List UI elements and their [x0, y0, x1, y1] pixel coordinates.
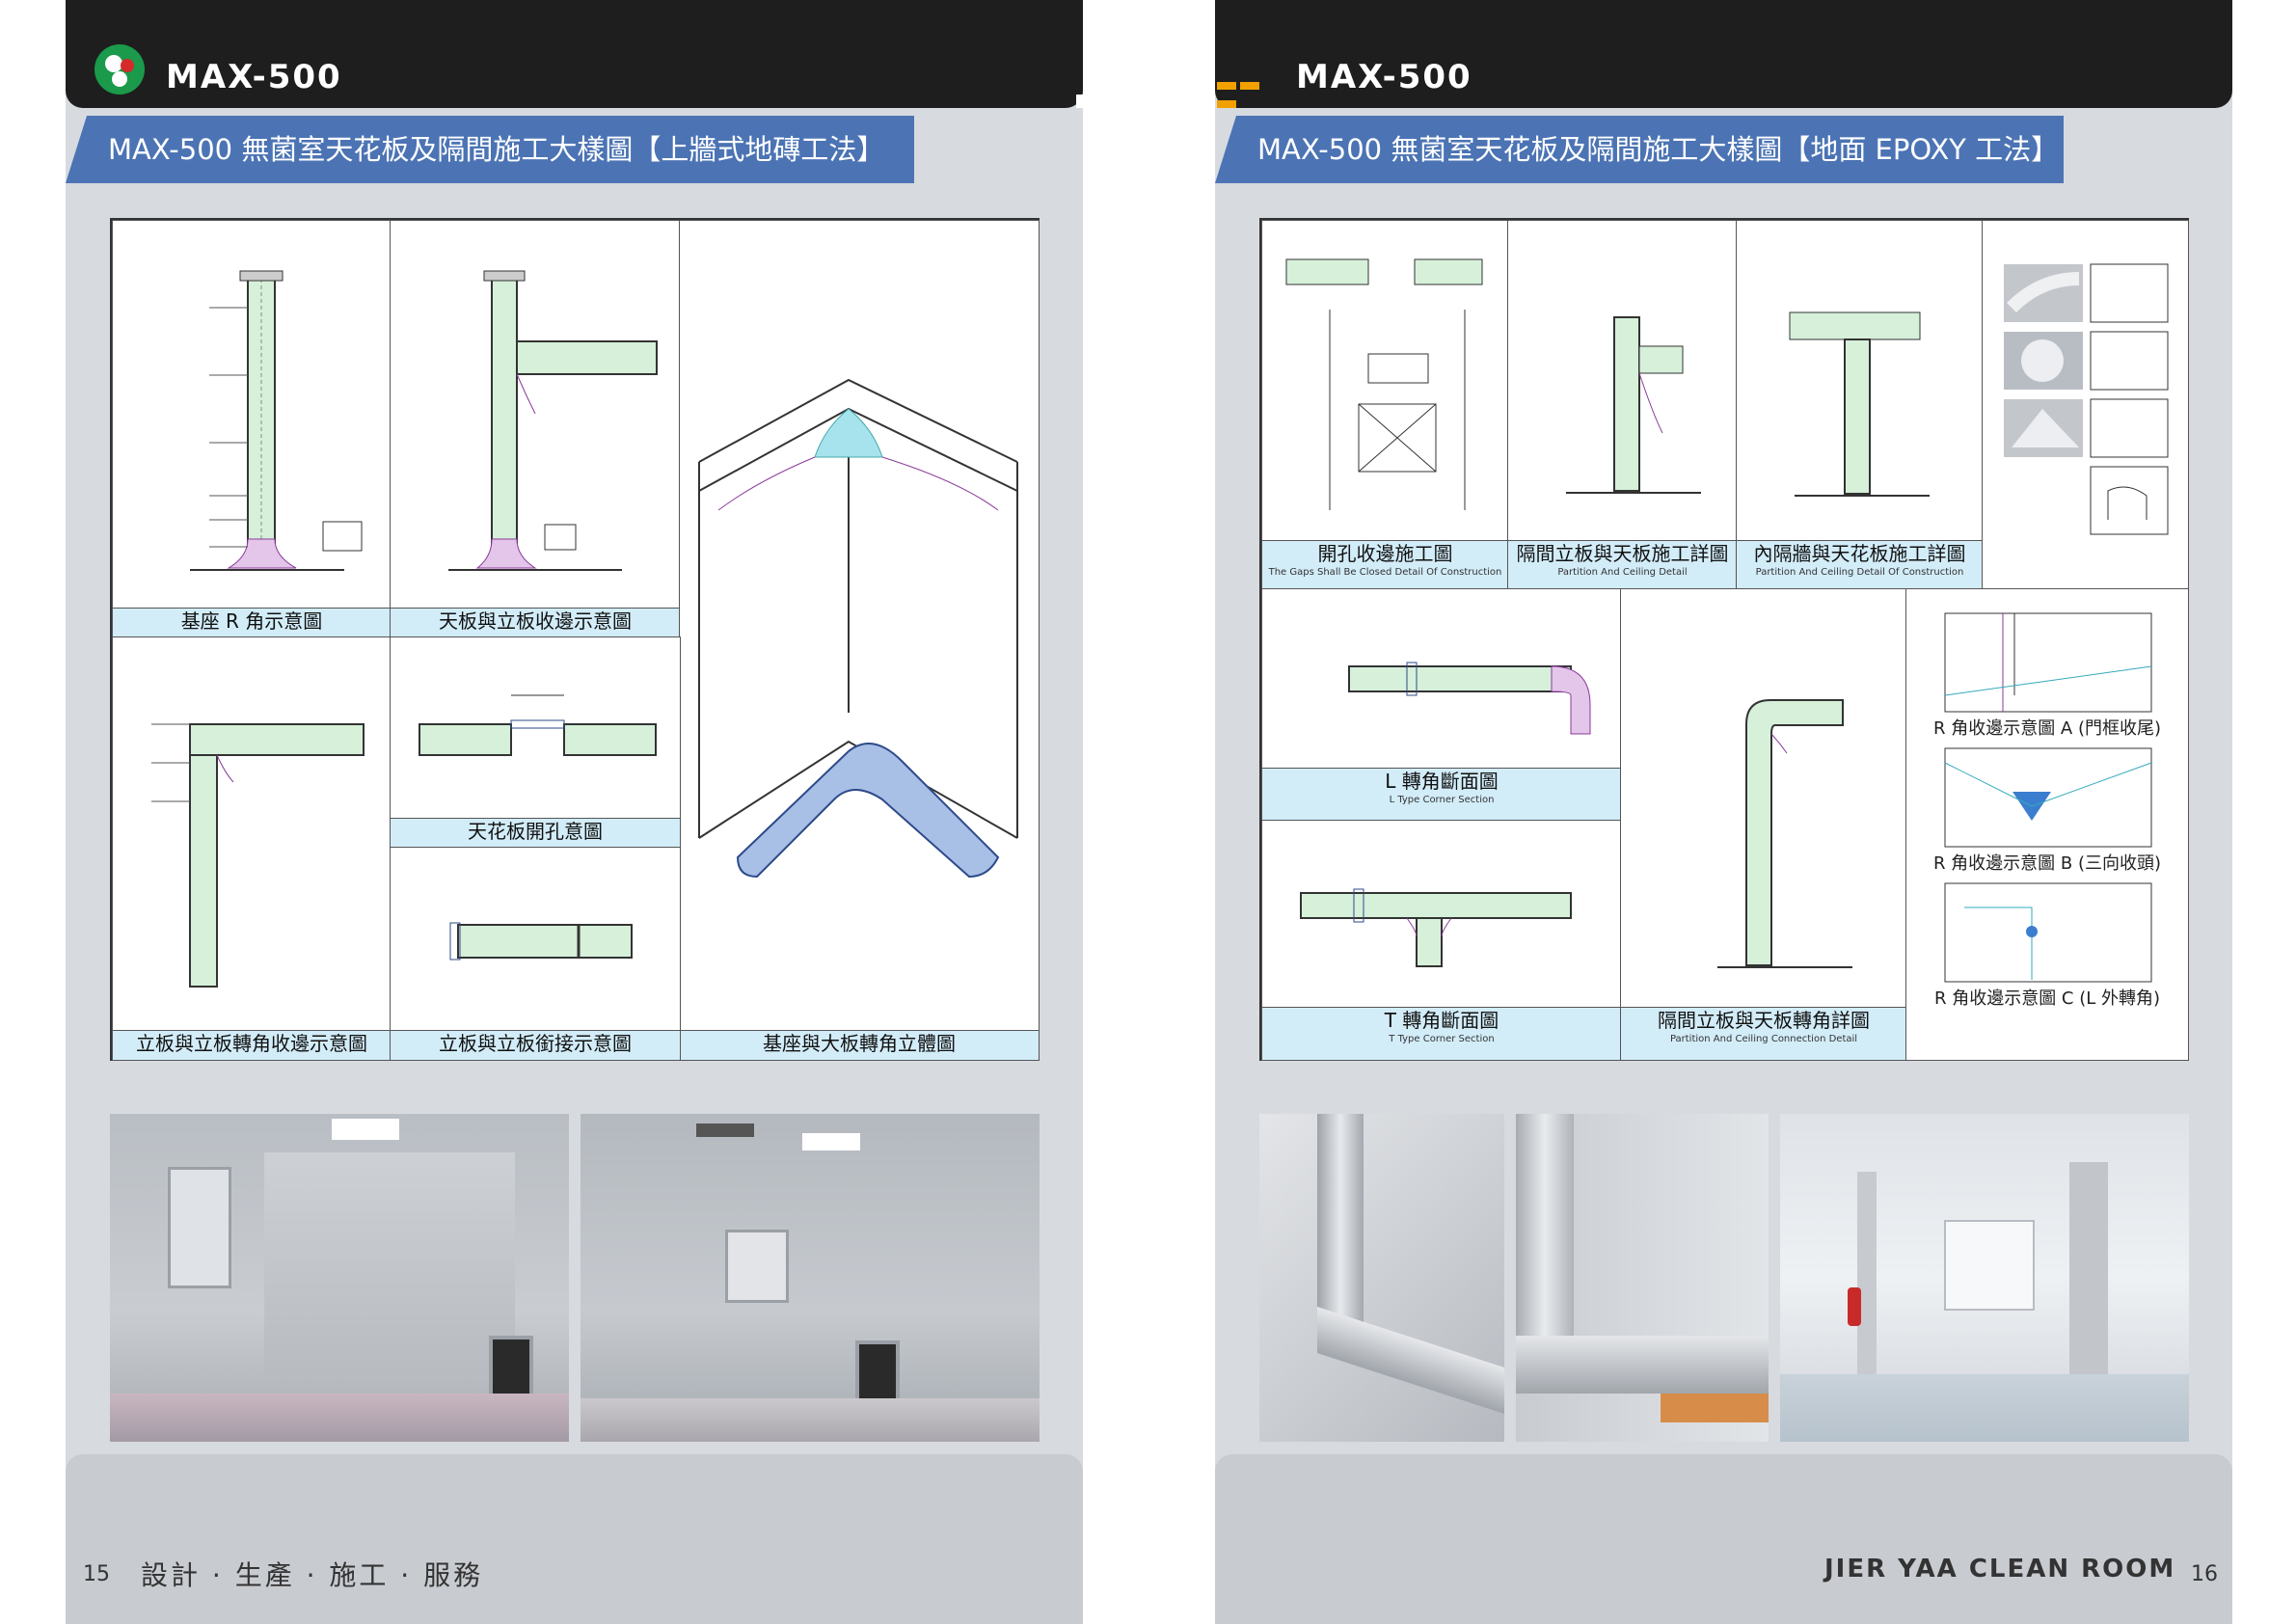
inner-wall-diagram: 內隔牆與天花板施工詳圖 Partition And Ceiling Detail…	[1736, 220, 1984, 590]
partition-ceiling-diagram: 隔間立板與天板施工詳圖 Partition And Ceiling Detail	[1507, 220, 1738, 590]
connection-drawing	[1717, 699, 1852, 968]
left-header-bar	[66, 0, 1083, 108]
brand-name-right: MAX-500	[1296, 58, 1472, 96]
base-3d-drawing	[698, 378, 1018, 879]
caption-ceiling-edge: 天板與立板收邊示意圖	[439, 609, 632, 633]
cleanroom-photo-2	[581, 1114, 1040, 1442]
caption-base-3d: 基座與大板轉角立體圖	[763, 1032, 956, 1055]
brand-name: MAX-500	[166, 58, 342, 96]
caption-partition-en: Partition And Ceiling Detail	[1557, 567, 1688, 578]
r-corner-photo-1	[1259, 1114, 1504, 1442]
r-corner-drawings	[1944, 612, 2152, 983]
r-corner-photo-2	[1516, 1114, 1769, 1442]
caption-t-corner: T 轉角斷面圖	[1384, 1009, 1499, 1032]
right-page: MAX-500 MAX-500 無菌室天花板及隔間施工大樣圖【地面 EPOXY …	[1215, 0, 2232, 1624]
l-corner-drawing	[1348, 662, 1591, 735]
caption-panel-corner: 立板與立板轉角收邊示意圖	[136, 1032, 367, 1055]
page-title-right: MAX-500 無菌室天花板及隔間施工大樣圖【地面 EPOXY 工法】	[1215, 116, 2064, 183]
right-footer	[1215, 1454, 2232, 1624]
caption-t-corner-en: T Type Corner Section	[1389, 1034, 1495, 1044]
page-number-right: 16	[2191, 1562, 2218, 1586]
caption-inner-en: Partition And Ceiling Detail Of Construc…	[1755, 567, 1964, 578]
ceiling-hole-diagram: 天花板開孔意圖	[390, 636, 681, 849]
caption-l-corner: L 轉角斷面圖	[1385, 770, 1499, 793]
opening-diagram: 開孔收邊施工圖 The Gaps Shall Be Closed Detail …	[1261, 220, 1509, 590]
caption-inner: 內隔牆與天花板施工詳圖	[1753, 542, 1966, 565]
ceiling-edge-diagram: 天板與立板收邊示意圖	[390, 220, 681, 638]
left-page: MAX-500 MAX-500 無菌室天花板及隔間施工大樣圖【上牆式地磚工法】 …	[66, 0, 1083, 1624]
caption-partition: 隔間立板與天板施工詳圖	[1516, 542, 1729, 565]
caption-r-c: R 角收邊示意圖 C (L 外轉角)	[1933, 988, 2161, 1009]
r-corner-column: R 角收邊示意圖 A (門框收尾) R 角收邊示意圖 B (三向收頭) R 角收…	[1905, 588, 2189, 1061]
caption-l-corner-en: L Type Corner Section	[1389, 795, 1495, 805]
caption-r-a: R 角收邊示意圖 A (門框收尾)	[1932, 718, 2162, 739]
panel-joint-diagram: 立板與立板銜接示意圖	[390, 847, 681, 1061]
caption-opening-en: The Gaps Shall Be Closed Detail Of Const…	[1268, 567, 1502, 578]
panel-joint-drawing	[449, 922, 633, 961]
panel-corner-drawing	[151, 723, 365, 988]
caption-base-r: 基座 R 角示意圖	[180, 609, 323, 633]
company-name: JIER YAA CLEAN ROOM	[1824, 1555, 2176, 1583]
caption-opening: 開孔收邊施工圖	[1317, 542, 1453, 565]
base-3d-diagram: 基座與大板轉角立體圖	[679, 220, 1040, 1061]
base-r-drawing	[190, 270, 363, 571]
fittings-reference	[1982, 220, 2189, 590]
inner-wall-drawing	[1789, 311, 1930, 497]
drawing-sheet-right: 開孔收邊施工圖 The Gaps Shall Be Closed Detail …	[1259, 218, 2189, 1061]
ceiling-edge-drawing	[448, 270, 658, 571]
l-corner-diagram: L 轉角斷面圖 L Type Corner Section	[1261, 588, 1622, 822]
caption-panel-joint: 立板與立板銜接示意圖	[439, 1032, 632, 1055]
fittings-drawing	[2004, 263, 2169, 535]
cleanroom-photo-1	[110, 1114, 569, 1442]
right-header-bar	[1215, 0, 2232, 108]
company-logo-icon	[95, 44, 145, 95]
partition-ceiling-drawing	[1566, 316, 1701, 494]
opening-drawing	[1285, 258, 1483, 510]
caption-r-b: R 角收邊示意圖 B (三向收頭)	[1932, 853, 2162, 874]
page-title: MAX-500 無菌室天花板及隔間施工大樣圖【上牆式地磚工法】	[66, 116, 914, 183]
drawing-sheet: 基座 R 角示意圖 天板與立板收邊示意圖	[110, 218, 1040, 1061]
accent-dashes-icon	[1217, 75, 1284, 108]
t-corner-drawing	[1300, 888, 1572, 967]
panel-corner-diagram: 立板與立板轉角收邊示意圖	[112, 636, 392, 1061]
page-number: 15	[83, 1562, 110, 1586]
caption-ceiling-hole: 天花板開孔意圖	[468, 820, 603, 843]
caption-connection-en: Partition And Ceiling Connection Detail	[1669, 1034, 1858, 1044]
slogan: 設計 · 生產 · 施工 · 服務	[141, 1559, 484, 1591]
connection-diagram: 隔間立板與天板轉角詳圖 Partition And Ceiling Connec…	[1620, 588, 1907, 1061]
ceiling-hole-drawing	[419, 694, 657, 756]
t-corner-diagram: T 轉角斷面圖 T Type Corner Section	[1261, 820, 1622, 1061]
left-footer	[66, 1454, 1083, 1624]
base-r-diagram: 基座 R 角示意圖	[112, 220, 392, 638]
corridor-photo	[1780, 1114, 2189, 1442]
caption-connection: 隔間立板與天板轉角詳圖	[1658, 1009, 1870, 1032]
